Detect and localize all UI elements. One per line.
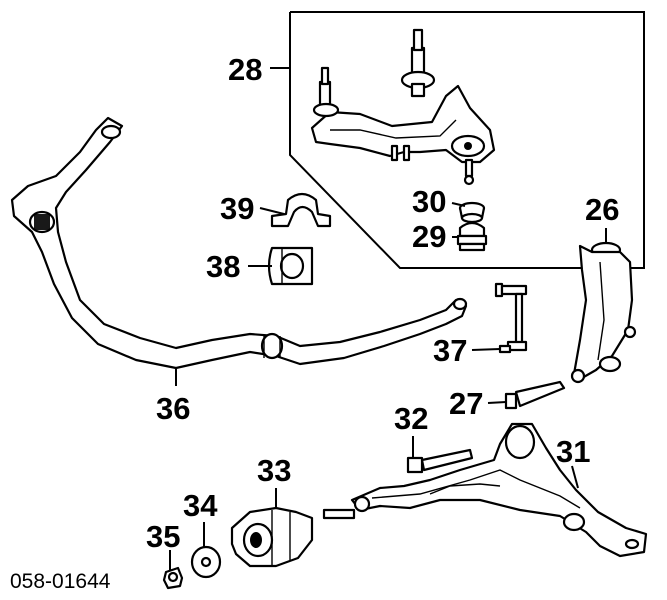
callout-34: 34 [183,488,218,523]
nut-35 [162,566,184,590]
callout-33: 33 [257,453,291,488]
stabilizer-bar [10,116,468,370]
callout-32: 32 [394,401,428,436]
callout-30: 30 [412,184,446,219]
bushing-bracket-39 [270,192,332,228]
washer-34 [190,545,222,579]
stabilizer-link-37 [494,282,528,354]
drawing-code: 058-01644 [10,570,111,593]
bolt-27 [504,380,566,410]
stabilizer-bushing-38 [267,246,314,286]
ball-joint-29 [456,221,488,252]
callout-39: 39 [220,191,254,226]
ball-joint-boot-30 [458,201,486,224]
callout-28: 28 [228,52,262,87]
lower-control-arm-31 [322,422,648,558]
steering-knuckle-26 [570,241,637,384]
leader-lines [169,67,607,570]
callout-31: 31 [556,434,590,469]
callout-36: 36 [156,391,190,426]
upper-arm-inset-box [289,11,645,269]
callout-27: 27 [449,386,483,421]
callout-35: 35 [146,519,180,554]
bolt-32 [406,448,474,474]
callout-37: 37 [433,333,467,368]
callout-29: 29 [412,219,446,254]
callout-38: 38 [206,249,240,284]
upper-control-arm [310,28,496,186]
arm-bushing-33 [230,506,314,568]
callout-26: 26 [585,192,619,227]
